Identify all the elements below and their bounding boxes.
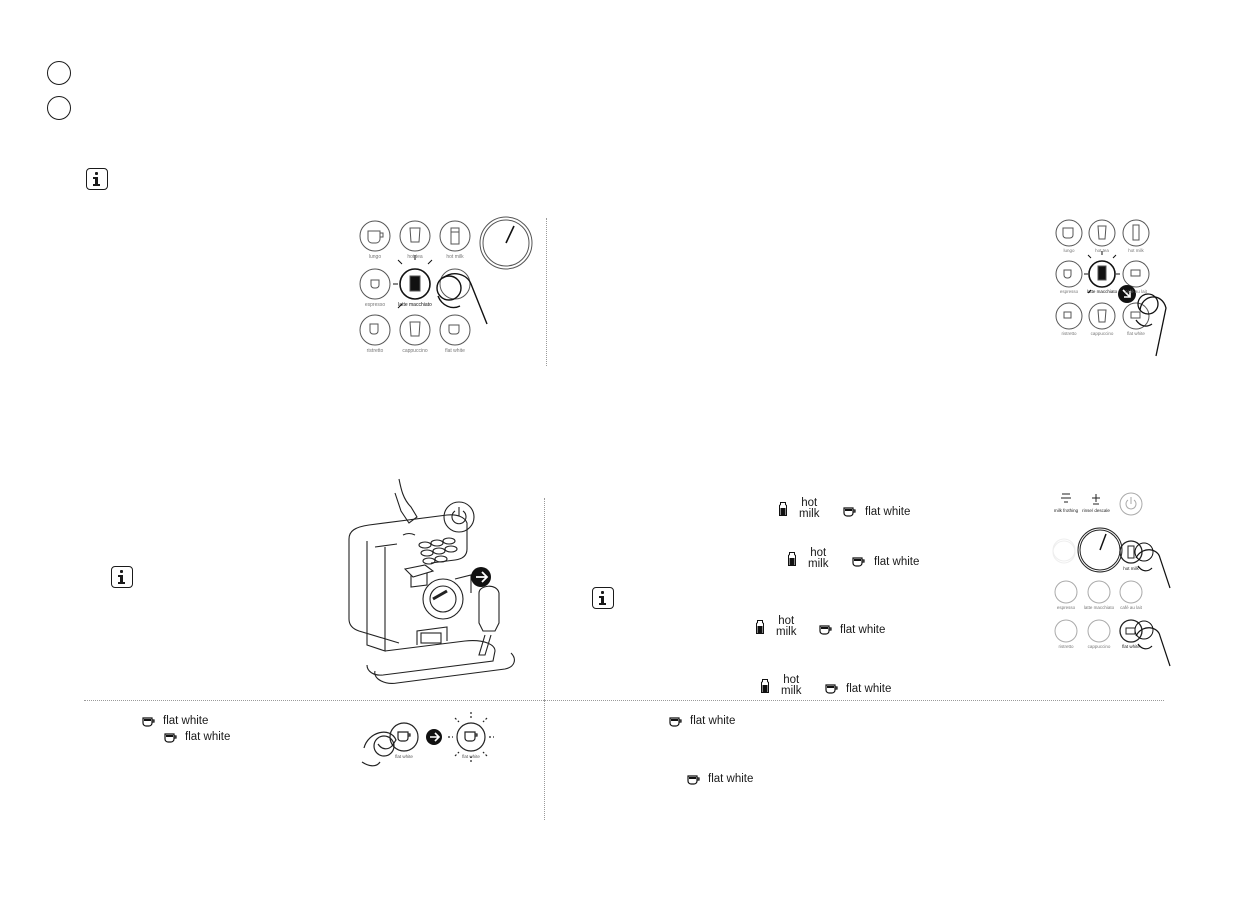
svg-text:flat white: flat white bbox=[395, 754, 413, 759]
svg-text:hot milk: hot milk bbox=[446, 254, 464, 260]
svg-text:latte macchiato: latte macchiato bbox=[1084, 605, 1115, 610]
svg-text:lungo: lungo bbox=[369, 254, 381, 260]
flat-white-cup-icon bbox=[843, 507, 856, 517]
svg-text:ristretto: ristretto bbox=[1058, 644, 1074, 649]
svg-text:espresso: espresso bbox=[1060, 289, 1079, 294]
step-circle-1 bbox=[47, 61, 71, 85]
flat-white-cup-icon bbox=[687, 775, 700, 785]
svg-text:hot tea: hot tea bbox=[407, 254, 423, 260]
flat-white-cup-icon bbox=[669, 717, 682, 727]
flat-white-cup-icon bbox=[142, 717, 155, 727]
svg-text:latte macchiato: latte macchiato bbox=[398, 302, 432, 308]
flat-white-label: flat white bbox=[840, 624, 886, 636]
svg-text:espresso: espresso bbox=[1057, 605, 1076, 610]
divider-vertical-mid bbox=[544, 498, 545, 700]
svg-text:hot tea: hot tea bbox=[1095, 248, 1109, 253]
flat-white-label: flat white bbox=[874, 556, 920, 568]
svg-text:café au lait: café au lait bbox=[1120, 605, 1143, 610]
svg-text:ristretto: ristretto bbox=[1061, 331, 1077, 336]
svg-text:café au lait: café au lait bbox=[1125, 289, 1148, 294]
svg-text:espresso: espresso bbox=[365, 302, 386, 308]
svg-text:flat white: flat white bbox=[1122, 644, 1140, 649]
step-circle-2 bbox=[47, 96, 71, 120]
milk-bottle-icon bbox=[761, 679, 769, 693]
svg-text:latte macchiato: latte macchiato bbox=[1087, 289, 1118, 294]
panel1-button-panel: lungo hot tea hot milk espresso latte macch… bbox=[359, 216, 533, 354]
svg-text:cappuccino: cappuccino bbox=[1088, 644, 1111, 649]
divider-vertical-bottom bbox=[544, 700, 545, 820]
divider-vertical-top bbox=[546, 218, 547, 366]
info-icon bbox=[592, 587, 614, 609]
svg-text:ristretto: ristretto bbox=[367, 348, 384, 354]
info-icon bbox=[86, 168, 108, 190]
panel5-button-sequence: flat white flat white bbox=[361, 712, 494, 767]
flat-white-cup-icon bbox=[164, 733, 177, 743]
svg-text:flat white: flat white bbox=[1127, 331, 1145, 336]
info-icon bbox=[111, 566, 133, 588]
machine-illustration bbox=[348, 478, 515, 684]
flat-white-cup-icon bbox=[825, 684, 838, 694]
panel2-button-panel: lungo hot tea hot milk espresso latte macch… bbox=[1055, 219, 1167, 357]
flat-white-label: flat white bbox=[708, 773, 754, 785]
milk-bottle-icon bbox=[779, 502, 787, 516]
flat-white-cup-icon bbox=[852, 557, 865, 567]
svg-text:hot milk: hot milk bbox=[1123, 566, 1139, 571]
svg-text:cappuccino: cappuccino bbox=[402, 348, 428, 354]
svg-text:hot milk: hot milk bbox=[1128, 248, 1144, 253]
svg-text:rinse/ descale: rinse/ descale bbox=[1082, 508, 1110, 513]
divider-horizontal bbox=[84, 700, 1164, 701]
flat-white-label: flat white bbox=[865, 506, 911, 518]
svg-text:cappuccino: cappuccino bbox=[1091, 331, 1114, 336]
flat-white-cup-icon bbox=[819, 625, 832, 635]
milk-bottle-icon bbox=[756, 620, 764, 634]
flat-white-label: flat white bbox=[846, 683, 892, 695]
flat-white-label: flat white bbox=[185, 731, 231, 743]
svg-text:milk frothing: milk frothing bbox=[1054, 508, 1079, 513]
flat-white-label: flat white bbox=[690, 715, 736, 727]
milk-bottle-icon bbox=[788, 552, 796, 566]
svg-text:flat white: flat white bbox=[462, 754, 480, 759]
flat-white-label: flat white bbox=[163, 715, 209, 727]
svg-text:lungo: lungo bbox=[1063, 248, 1075, 253]
svg-text:flat white: flat white bbox=[445, 348, 465, 354]
